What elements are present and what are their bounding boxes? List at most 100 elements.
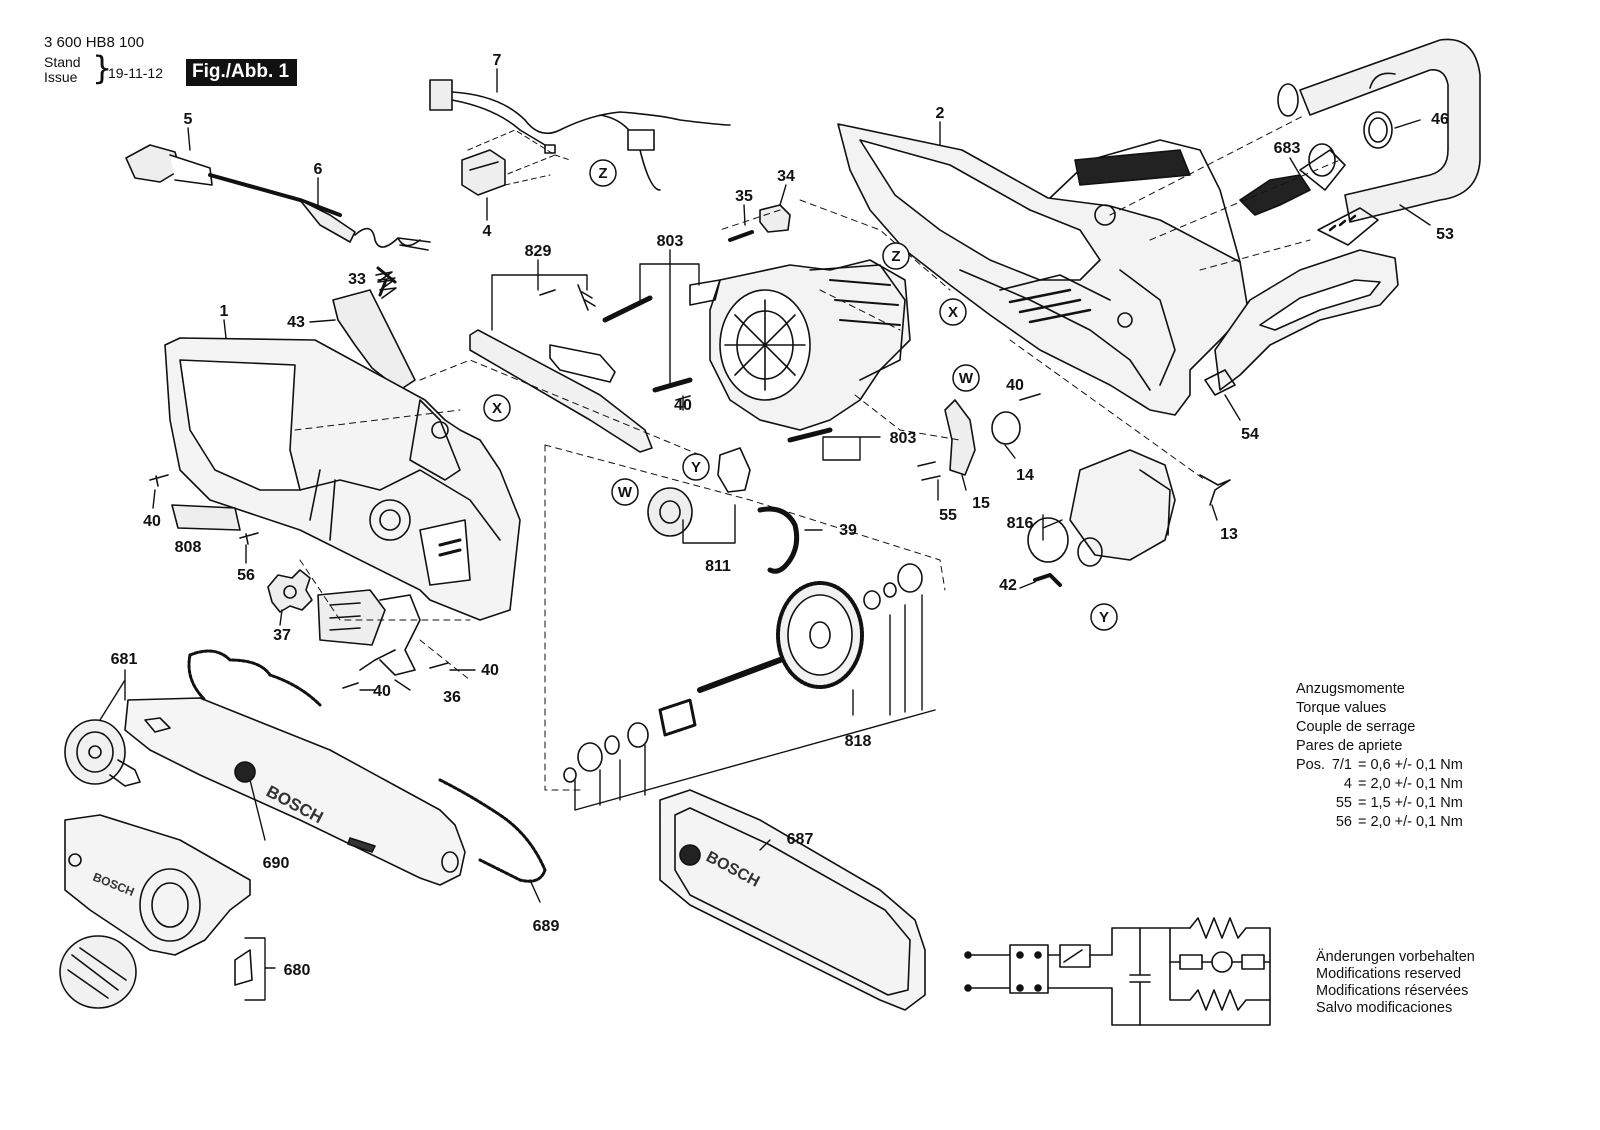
harness-dashed-guides [467,129,571,186]
callout-36: 36 [443,689,461,706]
marker-z-harness: Z [589,159,617,187]
wiring-harness-7 [429,79,731,191]
torque-pos: 55 [1335,795,1352,811]
callout-53: 53 [1436,226,1454,243]
callout-34: 34 [777,168,795,185]
callout-7: 7 [493,52,502,69]
torque-row: Pos. 7/1 = 0,6 +/- 0,1 Nm [1296,756,1463,775]
document-number: 3 600 HB8 100 [44,34,145,51]
issue-date: 19-11-12 [108,65,164,81]
modifications-en: Modifications reserved [1316,966,1462,982]
callout-803-top: 803 [657,233,684,250]
callout-680: 680 [284,962,311,979]
callout-37: 37 [273,627,291,644]
screws [149,289,1041,689]
torque-pos-label: Pos. [1296,757,1326,773]
callout-40-plate: 40 [481,662,499,679]
spring-clip-14 [991,411,1021,445]
cover-knob [59,935,137,1009]
drive-gear-811 [647,447,751,537]
svg-text:W: W [959,370,974,387]
callout-43: 43 [287,314,305,331]
svg-text:Y: Y [691,459,701,476]
brace-glyph: } [92,49,113,87]
callout-13: 13 [1220,526,1238,543]
torque-pos: 4 [1343,776,1352,792]
issue-label: Issue [44,69,78,85]
svg-text:Y: Y [1099,609,1109,626]
modifications-fr: Modifications réservées [1316,983,1469,999]
callout-1: 1 [220,303,229,320]
marker-y-motor: Y [682,453,710,481]
callout-33: 33 [348,271,366,288]
torque-title-es: Pares de apriete [1296,738,1403,754]
marker-w-lever: W [952,364,980,392]
clip-13 [1199,474,1231,506]
torque-row: 55 = 1,5 +/- 0,1 Nm [1296,794,1463,813]
callout-54: 54 [1241,426,1259,443]
stand-label: Stand [44,54,81,70]
callout-681: 681 [111,651,138,668]
callout-808: 808 [175,539,202,556]
callout-40-right: 40 [1006,377,1024,394]
saw-chain-689 [187,649,547,883]
torque-title-en: Torque values [1296,700,1387,716]
marker-x-housing: X [483,394,511,422]
callout-35: 35 [735,188,753,205]
oil-hose-39 [757,506,800,574]
torque-value: = 2,0 +/- 0,1 Nm [1358,776,1463,792]
callout-689: 689 [533,918,560,935]
brake-band-829 [469,284,653,453]
callout-811: 811 [705,558,731,575]
marker-x-motor: X [939,298,967,326]
callout-56: 56 [237,567,255,584]
svg-text:X: X [492,400,502,417]
stand-issue-label: Stand Issue [44,55,81,85]
label-plate-808 [171,504,241,531]
callout-39: 39 [839,522,857,539]
callout-683: 683 [1274,140,1301,157]
callout-687: 687 [787,831,814,848]
front-grip-54 [1204,249,1399,396]
trigger-switch [1317,207,1379,246]
guide-bar-690 [124,697,466,886]
marker-y-cover: Y [1090,603,1118,631]
torque-row: 4 = 2,0 +/- 0,1 Nm [1296,775,1463,794]
modifications-es: Salvo modificaciones [1316,1000,1453,1016]
figure-badge: Fig./Abb. 1 [186,59,298,86]
callout-816: 816 [1007,515,1034,532]
lockout-switch-683 [1239,143,1346,216]
lever-15 [944,399,976,476]
callout-46: 46 [1431,111,1449,128]
leader-lines [99,68,1431,1001]
wiring-schematic [964,917,1271,1026]
modifications-notice: Änderungen vorbehalten Modifications res… [1316,949,1475,1017]
bar-nose-681 [64,719,141,787]
housing-right-half [837,123,1249,416]
gearbox-cover-816 [1027,449,1176,567]
callout-829: 829 [525,243,552,260]
callout-690: 690 [263,855,290,872]
callout-6: 6 [314,161,323,178]
torque-pos: 7/1 [1331,757,1352,773]
callout-818: 818 [845,733,872,750]
callout-4: 4 [483,223,492,240]
torque-title-fr: Couple de serrage [1296,719,1416,735]
torque-pos: 56 [1335,814,1352,830]
modifications-de: Änderungen vorbehalten [1316,949,1475,965]
housing-left-half [164,337,521,621]
svg-text:W: W [618,484,633,501]
marker-z-motor: Z [882,242,910,270]
svg-text:Z: Z [891,248,900,265]
callout-803-bottom: 803 [890,430,917,447]
pins [602,230,833,443]
torque-values-table: Anzugsmomente Torque values Couple de se… [1296,680,1463,832]
marker-w-rail: W [611,478,639,506]
sprocket-37 [267,569,313,613]
brush-holder-34 [759,204,791,233]
callout-42: 42 [999,577,1017,594]
callout-40-catcher: 40 [373,683,391,700]
callout-40-left: 40 [143,513,161,530]
motor-assembly-803 [689,259,911,431]
